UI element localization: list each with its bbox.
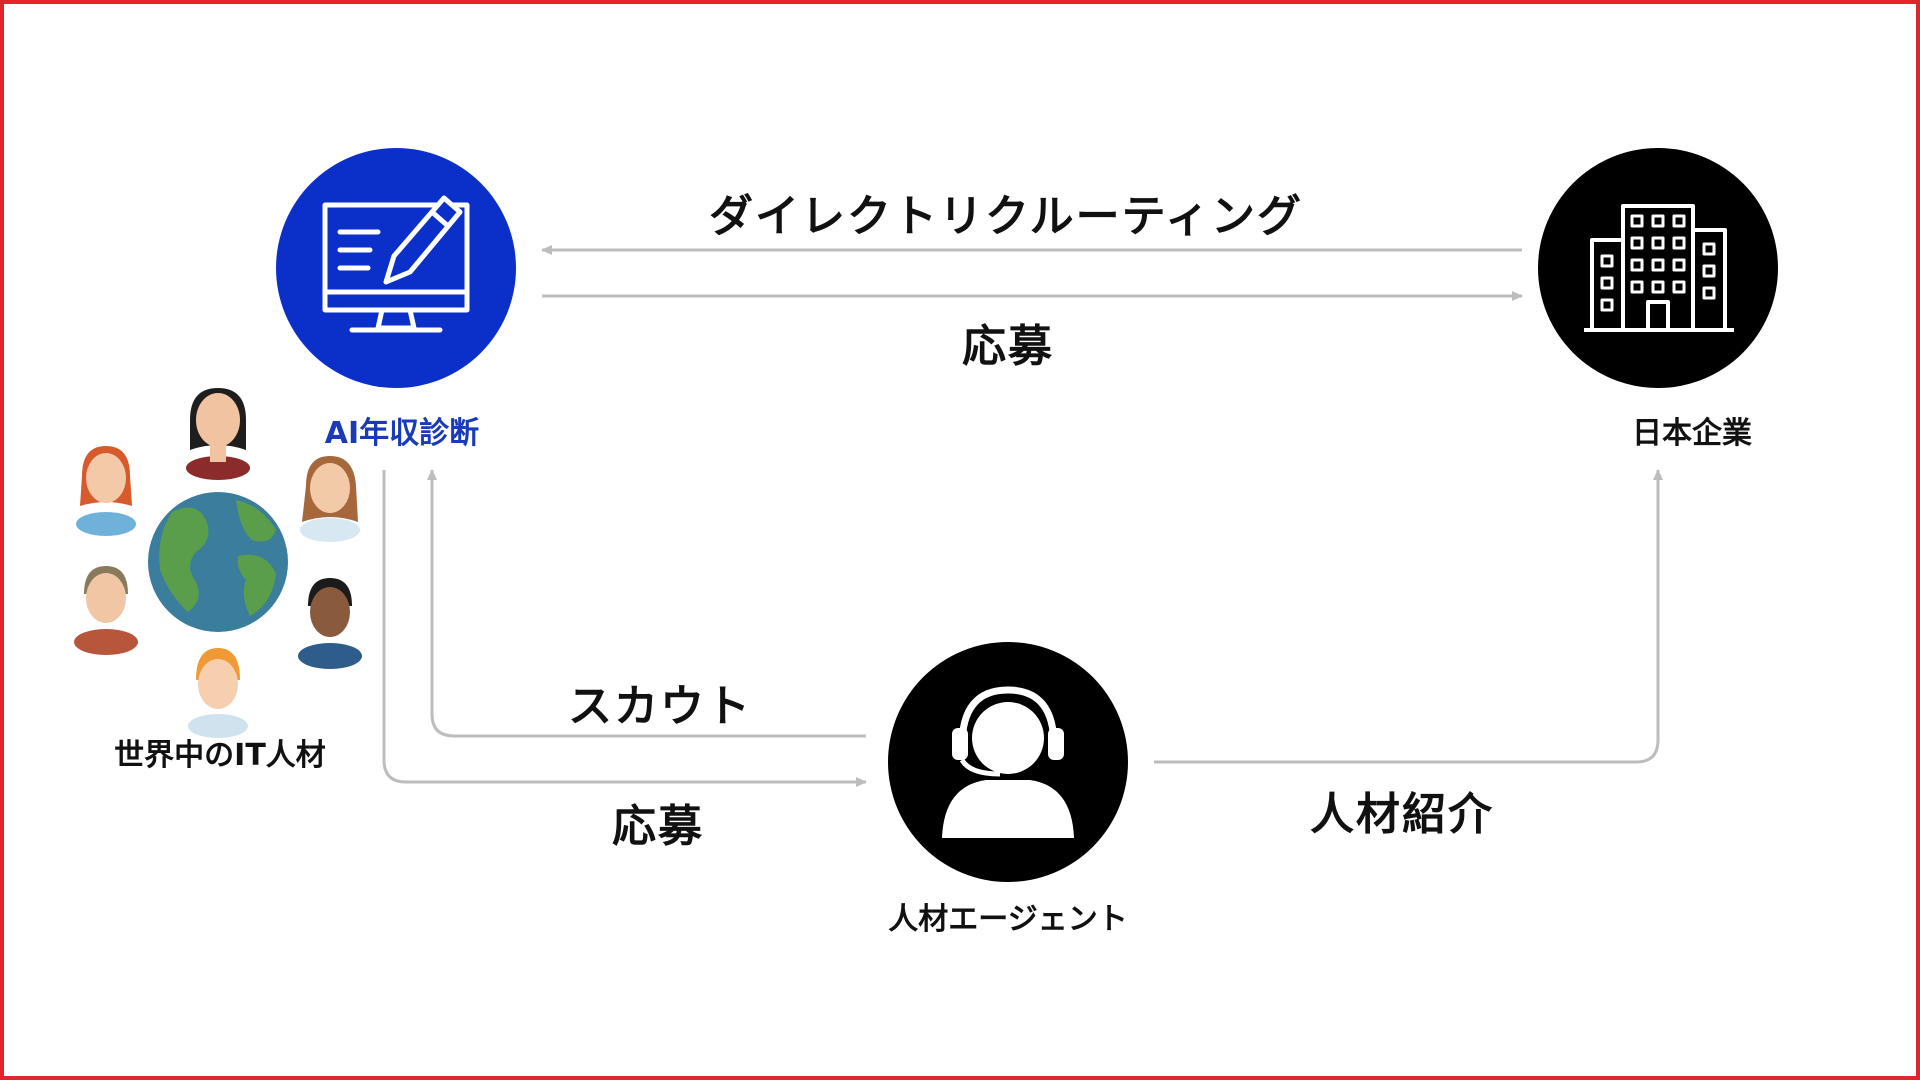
person-avatar-2 xyxy=(76,446,136,536)
person-avatar-4 xyxy=(74,566,138,655)
person-avatar-6 xyxy=(188,648,248,738)
ai-node xyxy=(276,148,516,388)
person-avatar-5 xyxy=(298,578,362,669)
agent-node-label: 人材エージェント xyxy=(888,894,1127,938)
globe-people-icon xyxy=(74,388,362,738)
ai-node-label: AI年収診断 xyxy=(325,408,479,452)
person-avatar-3 xyxy=(300,456,360,542)
company-node-label: 日本企業 xyxy=(1632,408,1752,452)
company-node xyxy=(1538,148,1778,388)
person-avatar-1 xyxy=(186,388,250,480)
agent-node xyxy=(888,642,1128,882)
talent-node-label: 世界中のIT人材 xyxy=(114,730,326,774)
apply-to-company-label: 応募 xyxy=(962,310,1054,374)
scout-label: スカウト xyxy=(568,670,752,734)
referral-label: 人材紹介 xyxy=(1310,778,1494,842)
direct-recruiting-label: ダイレクトリクルーティング xyxy=(709,180,1303,244)
globe-icon xyxy=(148,492,288,632)
apply-to-agent-label: 応募 xyxy=(612,790,704,854)
arrow-agent-to-company xyxy=(1154,470,1658,762)
